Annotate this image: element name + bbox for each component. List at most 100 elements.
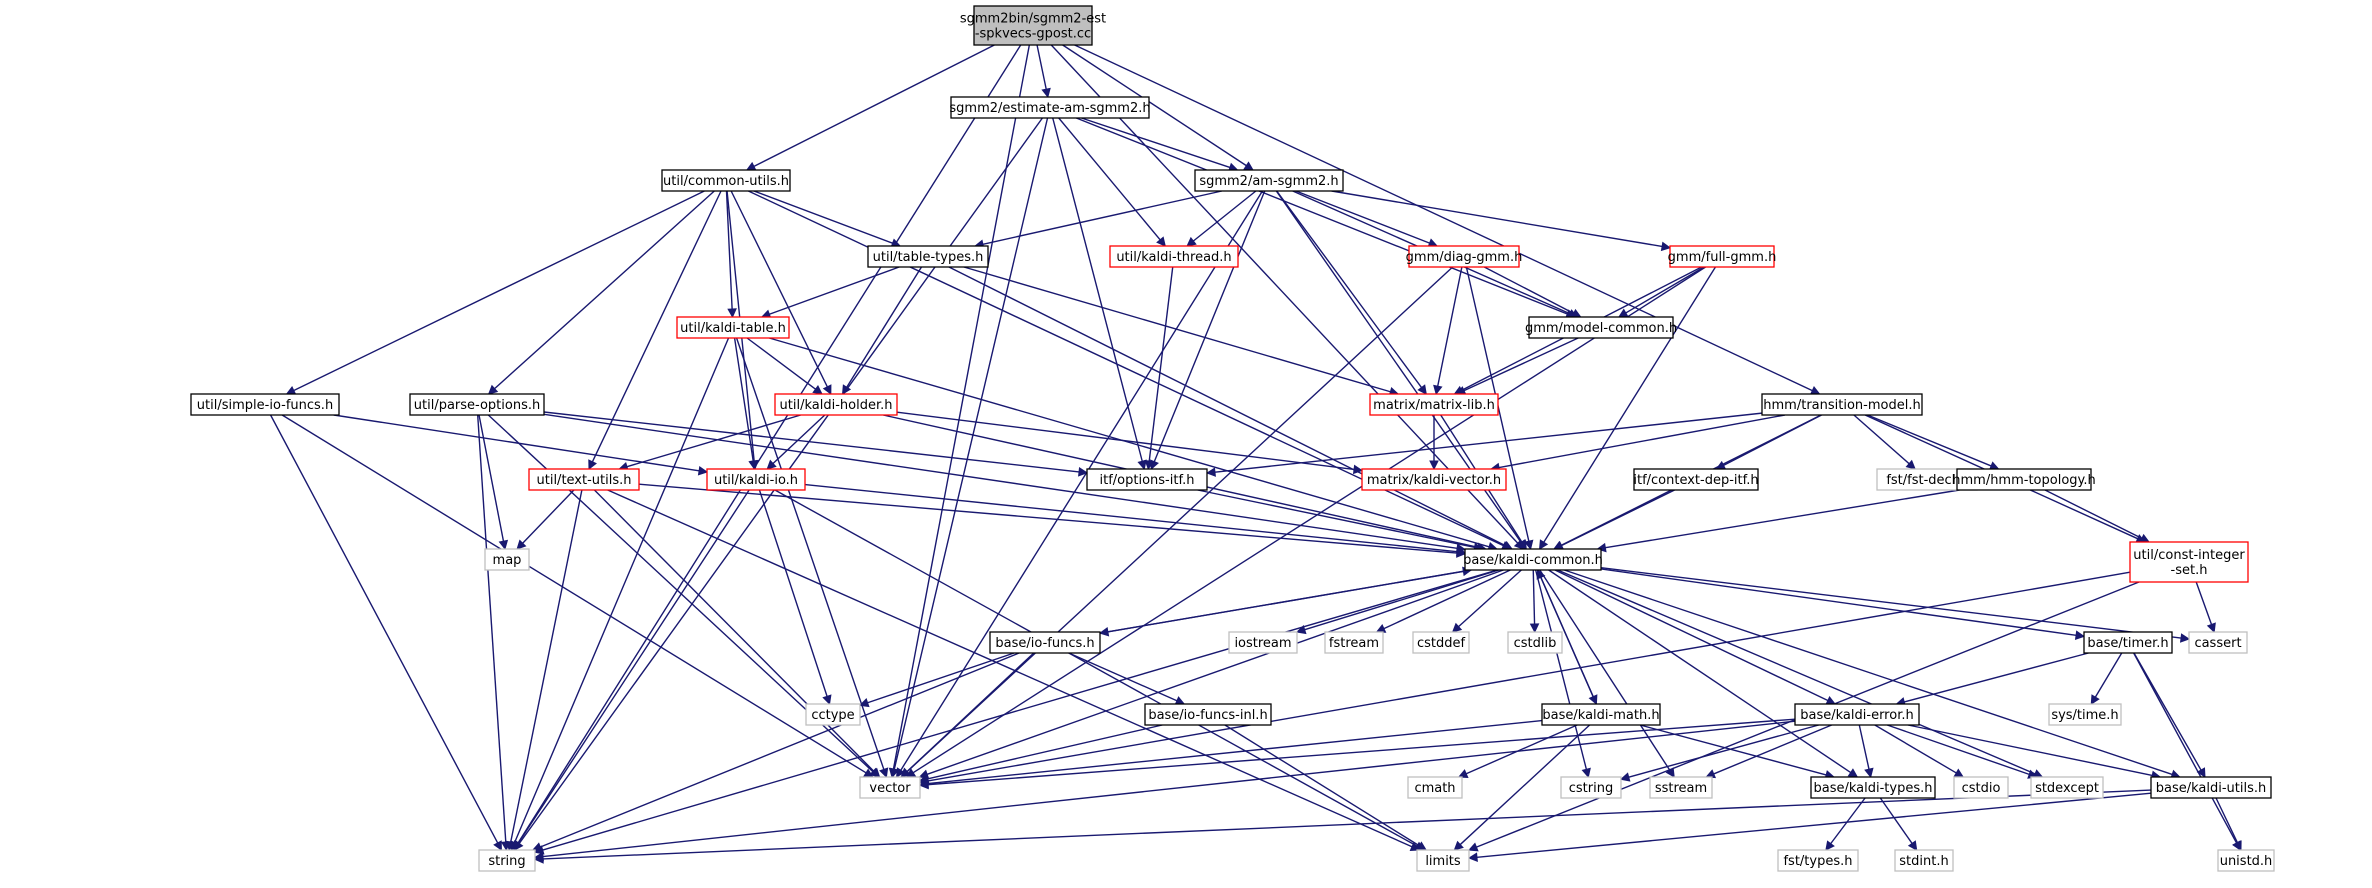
arrowhead-kaldi_error-to-cstring <box>1619 772 1631 782</box>
arrowhead-kaldi_error-to-cstdio <box>1953 768 1965 778</box>
node-matrix-lib[interactable]: matrix/matrix-lib.h <box>1369 393 1499 416</box>
node-label: util/kaldi-table.h <box>680 321 786 336</box>
node-label: base/io-funcs-inl.h <box>1148 708 1267 723</box>
node-estimate-am-sgmm2[interactable]: sgmm2/estimate-am-sgmm2.h <box>949 96 1151 119</box>
arrowhead-const_integer_set-to-limits <box>1467 842 1479 852</box>
node-diag-gmm[interactable]: gmm/diag-gmm.h <box>1406 245 1523 268</box>
edge-kaldi_io-to-cctype <box>758 489 828 697</box>
node-kaldi-error[interactable]: base/kaldi-error.h <box>1794 703 1920 726</box>
edge-kaldi_common-to-fstream <box>1383 569 1511 630</box>
node-label: util/parse-options.h <box>414 398 540 413</box>
node-box <box>1408 245 1520 268</box>
edge-kaldi_utils-to-unistd <box>2215 797 2239 844</box>
node-parse-options[interactable]: util/parse-options.h <box>409 393 545 416</box>
node-label: cstddef <box>1417 636 1466 651</box>
edge-diag_gmm-to-model_common <box>1483 266 1574 314</box>
arrowhead-timer-to-sys_time <box>2090 694 2100 705</box>
node-label: hmm/transition-model.h <box>1763 398 1920 413</box>
node-text-utils[interactable]: util/text-utils.h <box>528 468 640 491</box>
edge-kaldi_common-to-kaldi_error <box>1554 569 1829 702</box>
arrowhead-simple_io_funcs-to-kaldi_io <box>697 465 709 476</box>
node-label: cstring <box>1569 781 1613 796</box>
node-box <box>989 631 1101 654</box>
arrowhead-kaldi_math-to-cmath <box>1457 769 1469 778</box>
node-options-itf[interactable]: itf/options-itf.h <box>1086 468 1208 491</box>
edge-full_gmm-to-vector <box>912 266 1706 774</box>
node-am-sgmm2[interactable]: sgmm2/am-sgmm2.h <box>1194 169 1344 192</box>
node-box <box>1560 776 1622 799</box>
node-label: cmath <box>1414 781 1455 796</box>
node-label: base/kaldi-math.h <box>1542 708 1659 723</box>
arrowhead-hmm_topology-to-const_integer_set <box>2139 533 2150 543</box>
node-timer[interactable]: base/timer.h <box>2083 631 2173 654</box>
node-simple-io-funcs[interactable]: util/simple-io-funcs.h <box>190 393 340 416</box>
node-label: sys/time.h <box>2051 708 2118 723</box>
edge-table_types-to-matrix_lib <box>963 266 1391 393</box>
arrowhead-const_integer_set-to-cassert <box>2206 622 2216 634</box>
arrowhead-kaldi_thread-to-options_itf <box>1144 459 1155 471</box>
node-io-funcs-inl[interactable]: base/io-funcs-inl.h <box>1144 703 1272 726</box>
node-common-utils[interactable]: util/common-utils.h <box>661 169 791 192</box>
node-const-integer-set[interactable]: util/const-integer-set.h <box>2129 541 2249 583</box>
node-kaldi-holder[interactable]: util/kaldi-holder.h <box>774 393 898 416</box>
edge-parse_options-to-string <box>476 414 507 843</box>
node-box <box>1810 776 1936 799</box>
node-transition-model[interactable]: hmm/transition-model.h <box>1761 393 1923 416</box>
edge-common_utils-to-text_utils <box>591 190 722 463</box>
node-kaldi-math[interactable]: base/kaldi-math.h <box>1541 703 1661 726</box>
node-label: fstream <box>1329 636 1379 651</box>
node-label: cstdlib <box>1514 636 1557 651</box>
edge-hmm_topology-to-kaldi_common <box>1605 489 1960 549</box>
node-label: util/table-types.h <box>873 250 984 265</box>
node-label: hmm/hmm-topology.h <box>1952 473 2096 488</box>
arrowhead-io_funcs-to-io_funcs_inl <box>1174 696 1186 705</box>
node-full-gmm[interactable]: gmm/full-gmm.h <box>1668 245 1777 268</box>
edge-kaldi_error-to-cstdio <box>1874 724 1957 774</box>
node-label: itf/context-dep-itf.h <box>1633 473 1758 488</box>
node-stdint: stdint.h <box>1894 849 1954 872</box>
node-model-common[interactable]: gmm/model-common.h <box>1525 316 1677 339</box>
node-label: sgmm2bin/sgmm2-est <box>960 12 1106 27</box>
node-cmath: cmath <box>1407 776 1463 799</box>
arrowhead-common_utils-to-parse_options <box>487 384 499 395</box>
edge-kaldi_common-to-kaldi_utils <box>1564 569 2173 776</box>
node-context-dep-itf[interactable]: itf/context-dep-itf.h <box>1633 468 1759 491</box>
node-root[interactable]: sgmm2bin/sgmm2-est-spkvecs-gpost.cc <box>960 5 1106 46</box>
node-box <box>528 468 640 491</box>
node-box <box>1649 776 1713 799</box>
node-box <box>1412 631 1470 654</box>
arrowhead-kaldi_math-to-limits <box>1453 840 1464 851</box>
arrowhead-diag_gmm-to-kaldi_common <box>1524 539 1534 551</box>
edge-am_sgmm2-to-vector <box>900 190 1264 771</box>
node-kaldi-io[interactable]: util/kaldi-io.h <box>706 468 806 491</box>
node-kaldi-table[interactable]: util/kaldi-table.h <box>676 316 790 339</box>
edge-kaldi_error-to-stdexcept <box>1886 724 2030 776</box>
arrowhead-kaldi_table-to-kaldi_io <box>748 459 758 471</box>
node-label: base/io-funcs.h <box>995 636 1094 651</box>
node-kaldi-thread[interactable]: util/kaldi-thread.h <box>1109 245 1239 268</box>
arrowhead-am_sgmm2-to-full_gmm <box>1660 241 1672 252</box>
node-box <box>1541 703 1661 726</box>
node-kaldi-utils[interactable]: base/kaldi-utils.h <box>2150 776 2272 799</box>
node-label: base/kaldi-types.h <box>1814 781 1933 796</box>
node-label: util/kaldi-io.h <box>714 473 798 488</box>
node-map: map <box>484 548 530 571</box>
edge-estimate_am_sgmm2-to-kaldi_thread <box>1058 117 1161 241</box>
node-kaldi-common[interactable]: base/kaldi-common.h <box>1463 548 1603 571</box>
arrowhead-timer-to-kaldi_utils <box>2196 767 2206 778</box>
edge-am_sgmm2-to-matrix_lib <box>1276 190 1423 388</box>
node-label: util/kaldi-thread.h <box>1116 250 1231 265</box>
node-limits: limits <box>1416 849 1470 872</box>
node-stdexcept: stdexcept <box>2030 776 2104 799</box>
arrowhead-kaldi_io-to-cctype <box>822 694 832 706</box>
node-box <box>867 245 989 268</box>
edge-root-to-am_sgmm2 <box>1062 44 1247 167</box>
node-table-types[interactable]: util/table-types.h <box>867 245 989 268</box>
node-label: base/kaldi-common.h <box>1463 553 1603 568</box>
node-box <box>2048 703 2122 726</box>
arrowhead-root-to-am_sgmm2 <box>1243 161 1254 171</box>
node-hmm-topology[interactable]: hmm/hmm-topology.h <box>1952 468 2096 491</box>
node-kaldi-types[interactable]: base/kaldi-types.h <box>1810 776 1936 799</box>
node-io-funcs[interactable]: base/io-funcs.h <box>989 631 1101 654</box>
node-kaldi-vector[interactable]: matrix/kaldi-vector.h <box>1361 468 1507 491</box>
